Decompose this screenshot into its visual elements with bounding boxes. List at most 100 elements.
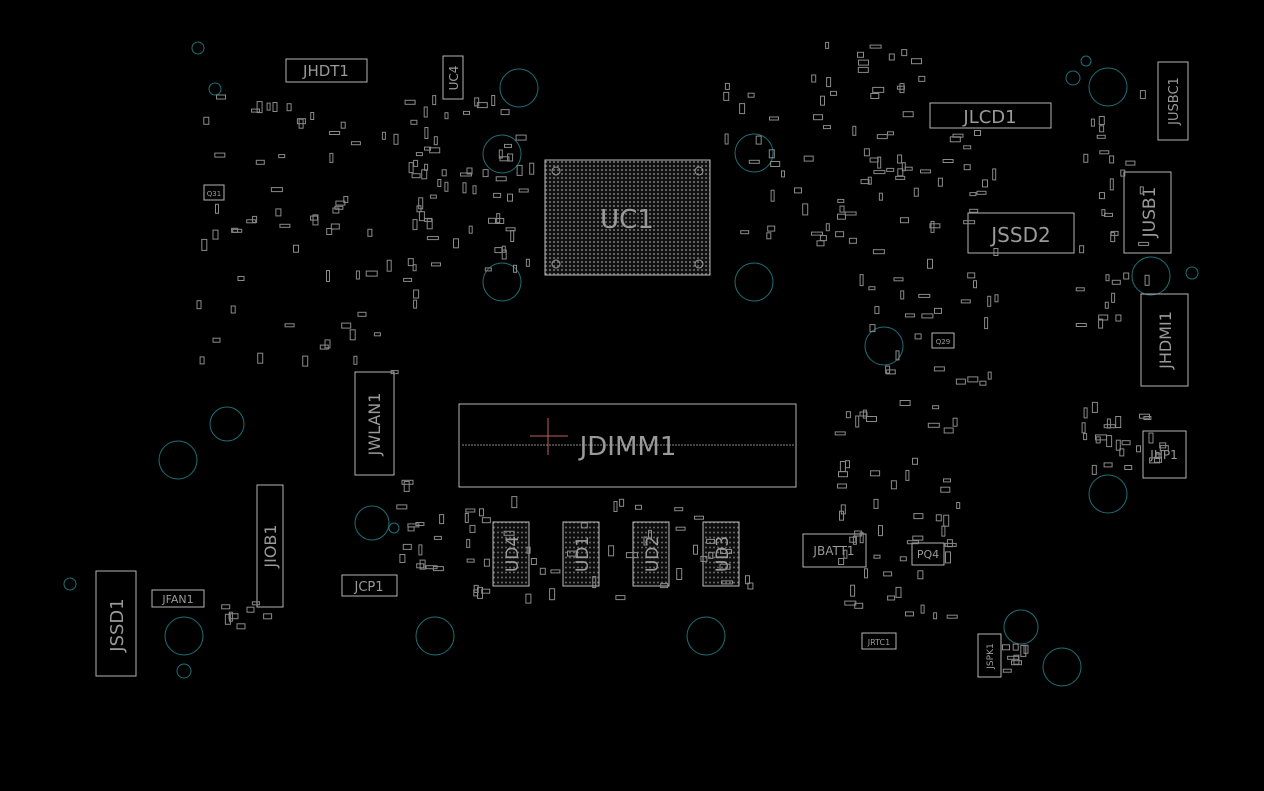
passive-component [912, 535, 924, 541]
passive-component [914, 333, 922, 340]
passive-component [472, 185, 477, 195]
passive-component [1109, 155, 1115, 164]
passive-component [878, 192, 883, 201]
label-ud1: UD1 [573, 536, 593, 572]
passive-component [1023, 644, 1029, 654]
passive-component [1159, 442, 1167, 449]
passive-component [896, 85, 905, 90]
passive-component [350, 141, 361, 146]
passive-component [826, 77, 832, 88]
passive-component [381, 131, 386, 140]
passive-component [479, 508, 484, 517]
passive-component [525, 258, 530, 267]
passive-component [944, 542, 957, 547]
passive-component [803, 155, 814, 162]
passive-component [415, 152, 423, 157]
passive-component [439, 514, 445, 525]
passive-component [1075, 287, 1085, 292]
passive-component [501, 249, 507, 260]
passive-component [257, 352, 264, 364]
passive-component [1096, 134, 1106, 139]
passive-component [869, 324, 876, 333]
passive-component [464, 512, 469, 523]
passive-component [1099, 125, 1105, 133]
passive-component [870, 470, 881, 477]
passive-component [567, 550, 578, 557]
passive-component [740, 230, 750, 235]
passive-component [453, 238, 459, 249]
passive-component [343, 196, 349, 203]
passive-component [693, 544, 698, 555]
passive-component [236, 623, 246, 630]
passive-component [850, 584, 856, 597]
passive-component [504, 143, 512, 148]
passive-component [660, 583, 669, 589]
passive-component [819, 235, 827, 242]
passive-component [437, 179, 442, 187]
passive-component [835, 231, 845, 238]
passive-component [769, 116, 779, 121]
passive-component [1098, 318, 1104, 329]
connector-jssd1: JSSD1 [95, 570, 137, 677]
label-jssd2: JSSD2 [989, 223, 1050, 247]
connector-jwlan1: JWLAN1 [354, 371, 395, 476]
passive-component [403, 480, 410, 492]
passive-component [755, 135, 762, 145]
passive-component [859, 274, 864, 287]
passive-component [844, 211, 857, 216]
passive-component [214, 152, 226, 158]
passive-component [246, 219, 257, 224]
passive-component [1007, 655, 1020, 660]
connector-jhdt1: JHDT1 [285, 58, 368, 83]
passive-component [855, 415, 860, 428]
passive-component [426, 236, 439, 241]
passive-component [873, 498, 879, 509]
passive-component [635, 504, 642, 510]
passive-component [237, 276, 245, 281]
passive-component [979, 380, 987, 386]
passive-component [302, 355, 309, 367]
connector-jusb1: JUSB1 [1123, 171, 1172, 254]
passive-component [465, 508, 476, 513]
passive-component [1115, 416, 1122, 428]
passive-component [468, 225, 473, 234]
passive-component [1091, 464, 1097, 475]
label-pq4: PQ4 [917, 548, 939, 561]
passive-component [869, 157, 879, 163]
passive-component [1103, 462, 1113, 468]
passive-component [407, 258, 414, 267]
passive-component [949, 136, 961, 143]
passive-component [930, 220, 935, 233]
passive-component [1109, 178, 1114, 191]
passive-component [993, 248, 999, 256]
passive-component [770, 161, 781, 167]
passive-component [837, 213, 846, 220]
passive-component [943, 514, 950, 527]
memory-chips: UD4 UD1 UD2 UD3 [492, 521, 740, 587]
passive-component [373, 332, 381, 337]
passive-component [1095, 436, 1101, 444]
passive-component [933, 366, 945, 372]
passive-component [967, 376, 979, 383]
passive-component [745, 575, 750, 585]
passive-component [525, 593, 532, 604]
passive-component [498, 149, 503, 159]
passive-component [838, 558, 845, 565]
passive-component [994, 294, 999, 303]
passive-component [466, 538, 471, 548]
passive-component [526, 546, 531, 554]
passive-component [987, 295, 992, 307]
passive-component [518, 188, 529, 193]
passive-component [888, 53, 895, 61]
passive-component [816, 240, 825, 247]
passive-component [963, 220, 976, 225]
passive-component [897, 154, 903, 164]
passive-component [263, 613, 273, 620]
passive-component [1106, 418, 1111, 429]
passive-component [918, 75, 926, 82]
passive-component [251, 108, 260, 113]
passive-component [310, 112, 315, 120]
passive-component [444, 112, 449, 120]
passive-component [1104, 212, 1113, 217]
